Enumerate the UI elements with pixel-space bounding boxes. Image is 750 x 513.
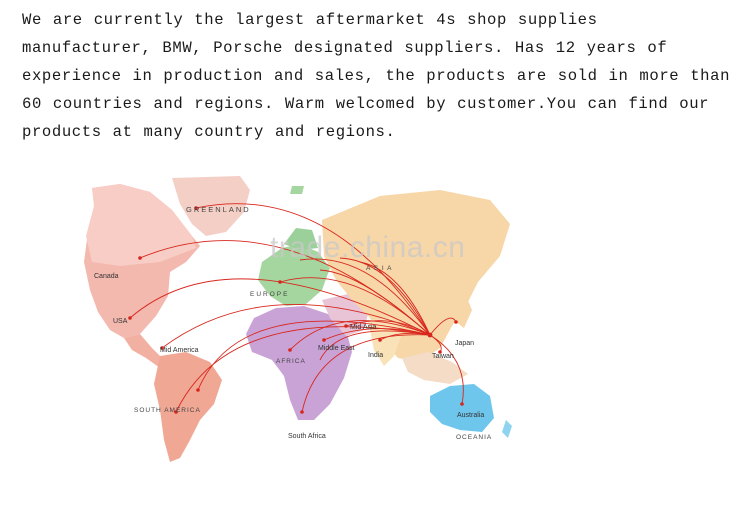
destination-dots bbox=[128, 206, 464, 414]
label-europe: EUROPE bbox=[250, 291, 289, 298]
iceland-region bbox=[290, 186, 304, 194]
australia-region bbox=[430, 384, 494, 432]
world-map: trade.china.cn GREENLAND Canada USA EURO… bbox=[0, 170, 750, 470]
dot-taiwan bbox=[438, 350, 442, 354]
route-south-africa bbox=[301, 334, 431, 413]
route-usa bbox=[129, 278, 431, 336]
label-asia: A S I A bbox=[366, 265, 393, 272]
se-asia-islands bbox=[402, 352, 468, 384]
scandinavia-region bbox=[284, 228, 318, 250]
route-australia bbox=[429, 334, 464, 405]
africa-region bbox=[246, 306, 352, 420]
intro-paragraph: We are currently the largest aftermarket… bbox=[22, 11, 731, 141]
dot-europe bbox=[278, 280, 282, 284]
dot-australia bbox=[460, 402, 464, 406]
dot-south-america bbox=[196, 388, 200, 392]
route-north-asia bbox=[339, 257, 431, 336]
central-america-region bbox=[124, 334, 166, 368]
greenland-region bbox=[172, 176, 250, 236]
label-australia: Australia bbox=[457, 412, 484, 419]
dot-china-hub bbox=[427, 332, 433, 338]
route-mid-asia bbox=[345, 320, 431, 336]
route-japan bbox=[429, 317, 457, 336]
canada-band bbox=[86, 184, 196, 266]
shipping-routes bbox=[129, 203, 464, 413]
dot-mid-america bbox=[160, 346, 164, 350]
new-zealand-region bbox=[502, 420, 512, 438]
label-usa: USA bbox=[113, 318, 128, 325]
route-europe-3 bbox=[319, 269, 431, 336]
route-africa-2 bbox=[319, 330, 431, 361]
label-taiwan: Taiwan bbox=[432, 353, 454, 360]
dot-canada bbox=[138, 256, 142, 260]
route-mid-america bbox=[161, 304, 431, 349]
asia-region bbox=[322, 190, 510, 362]
south-america-region bbox=[154, 352, 222, 462]
label-mid-america: Mid America bbox=[160, 347, 199, 354]
japan-region bbox=[456, 296, 472, 328]
dot-india bbox=[378, 338, 382, 342]
route-asia bbox=[359, 261, 431, 336]
label-india: India bbox=[368, 352, 383, 359]
label-greenland: GREENLAND bbox=[186, 205, 251, 214]
dot-greenland bbox=[194, 206, 198, 210]
map-labels: GREENLAND Canada USA EUROPE A S I A Mid … bbox=[94, 205, 492, 441]
route-europe-2 bbox=[299, 258, 431, 336]
dot-south-africa bbox=[300, 410, 304, 414]
dot-africa bbox=[288, 348, 292, 352]
dot-usa bbox=[128, 316, 132, 320]
dot-mid-asia bbox=[344, 324, 348, 328]
label-middle-east: Middle East bbox=[318, 345, 355, 352]
label-south-america: SOUTH AMERICA bbox=[134, 407, 201, 414]
dot-south-america-2 bbox=[174, 410, 178, 414]
label-canada: Canada bbox=[94, 273, 119, 280]
route-india bbox=[379, 332, 431, 341]
label-mid-asia: Mid Asia bbox=[350, 324, 377, 331]
route-south-america bbox=[197, 320, 431, 391]
route-greenland bbox=[195, 203, 431, 336]
watermark-text: trade.china.cn bbox=[270, 231, 465, 264]
label-africa: AFRICA bbox=[276, 358, 306, 365]
label-south-africa: South Africa bbox=[288, 433, 326, 440]
world-map-svg: trade.china.cn GREENLAND Canada USA EURO… bbox=[84, 176, 512, 462]
label-oceania: OCEANIA bbox=[456, 434, 492, 441]
label-japan: Japan bbox=[455, 340, 474, 347]
europe-region bbox=[258, 244, 330, 306]
dot-middle-east bbox=[322, 338, 326, 342]
dot-japan bbox=[454, 320, 458, 324]
route-africa bbox=[289, 320, 431, 351]
landmasses bbox=[84, 176, 512, 462]
route-middle-east bbox=[323, 328, 431, 341]
